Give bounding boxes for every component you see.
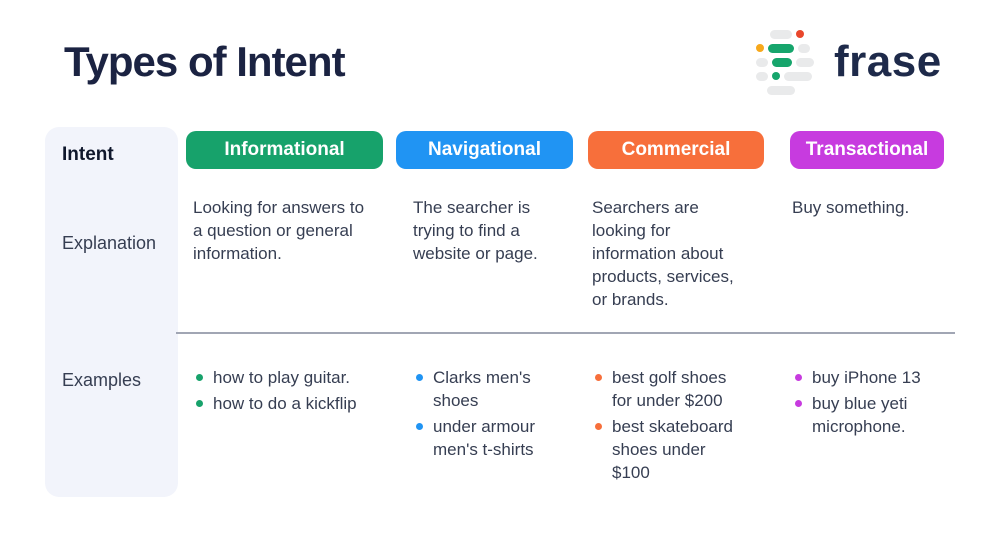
red-dot-icon xyxy=(796,30,804,38)
list-item: best skateboard shoes under $100 xyxy=(592,415,747,484)
frase-wordmark: frase xyxy=(834,37,942,86)
green-dot-icon xyxy=(772,72,780,80)
column-header-commercial: Commercial xyxy=(588,131,764,169)
list-item: under armour men's t-shirts xyxy=(413,415,553,461)
list-item: best golf shoes for under $200 xyxy=(592,366,747,412)
row-label-intent: Intent xyxy=(62,144,114,165)
row-divider xyxy=(176,332,955,334)
column-header-navigational: Navigational xyxy=(396,131,573,169)
column-header-transactional: Transactional xyxy=(790,131,944,169)
column-header-informational: Informational xyxy=(186,131,383,169)
list-item: buy iPhone 13 xyxy=(792,366,957,389)
examples-commercial: best golf shoes for under $200 best skat… xyxy=(592,366,747,487)
frase-logo: frase xyxy=(756,29,942,95)
list-item: buy blue yeti microphone. xyxy=(792,392,957,438)
list-item: how to play guitar. xyxy=(193,366,403,389)
explanation-navigational: The searcher is trying to find a website… xyxy=(413,198,538,263)
row-label-examples: Examples xyxy=(62,370,142,390)
frase-logo-icon xyxy=(756,29,822,95)
examples-informational: how to play guitar. how to do a kickflip xyxy=(193,366,403,418)
list-item: how to do a kickflip xyxy=(193,392,403,415)
row-label-explanation: Explanation xyxy=(62,233,157,253)
orange-dot-icon xyxy=(756,44,764,52)
list-item: Clarks men's shoes xyxy=(413,366,553,412)
explanation-commercial: Searchers are looking for information ab… xyxy=(592,198,734,309)
explanation-informational: Looking for answers to a question or gen… xyxy=(193,198,365,263)
examples-transactional: buy iPhone 13 buy blue yeti microphone. xyxy=(792,366,957,441)
row-label-column xyxy=(45,127,178,497)
explanation-transactional: Buy something. xyxy=(792,198,910,217)
page-title: Types of Intent xyxy=(64,38,346,85)
examples-navigational: Clarks men's shoes under armour men's t-… xyxy=(413,366,553,464)
